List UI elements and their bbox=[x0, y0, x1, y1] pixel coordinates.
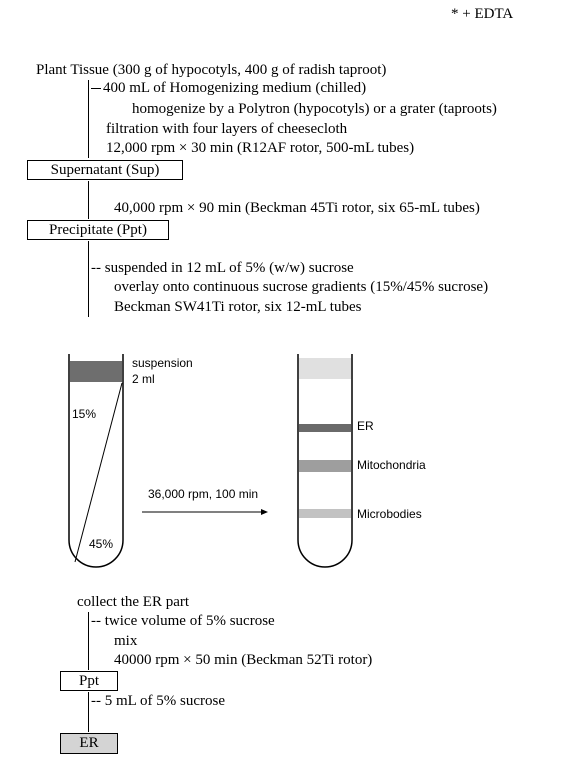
centrifuge-step-2: 40,000 rpm × 90 min (Beckman 45Ti rotor,… bbox=[114, 200, 480, 216]
mix-step: mix bbox=[114, 633, 138, 649]
arrow-head-icon bbox=[261, 509, 268, 515]
er-band bbox=[299, 424, 351, 432]
er-final-box: ER bbox=[60, 733, 118, 754]
edta-footnote: * + EDTA bbox=[451, 6, 514, 22]
tube-after-centrifugation bbox=[297, 354, 353, 568]
supernatant-box: Supernatant (Sup) bbox=[27, 160, 183, 180]
top-layer-band bbox=[299, 358, 351, 379]
flow-line bbox=[88, 692, 89, 732]
sucrose-45-label: 45% bbox=[89, 537, 114, 551]
tube-outline bbox=[68, 354, 124, 568]
precipitate-box: Precipitate (Ppt) bbox=[27, 220, 169, 240]
homogenizing-medium: 400 mL of Homogenizing medium (chilled) bbox=[103, 80, 367, 96]
gradient-diagonal bbox=[74, 382, 123, 563]
rotor-step: Beckman SW41Ti rotor, six 12-mL tubes bbox=[114, 299, 362, 315]
branch-dash bbox=[91, 88, 101, 89]
mitochondria-band-label: Mitochondria bbox=[357, 458, 426, 472]
suspension-volume-label: 2 ml bbox=[132, 372, 155, 386]
tube-outline bbox=[297, 354, 353, 568]
centrifugation-condition: 36,000 rpm, 100 min bbox=[148, 487, 259, 501]
microbodies-band-label: Microbodies bbox=[357, 507, 422, 521]
sucrose-15-label: 15% bbox=[72, 407, 97, 421]
flow-line bbox=[88, 612, 89, 670]
tube-before-centrifugation bbox=[68, 354, 124, 568]
filtration-step: filtration with four layers of cheeseclo… bbox=[106, 121, 348, 137]
ppt-box: Ppt bbox=[60, 671, 118, 691]
collect-er-step: collect the ER part bbox=[77, 594, 190, 610]
plant-tissue-title: Plant Tissue (300 g of hypocotyls, 400 g… bbox=[36, 62, 387, 78]
resuspend-step: -- 5 mL of 5% sucrose bbox=[91, 693, 225, 709]
microbodies-band bbox=[299, 509, 351, 518]
centrifuge-step-1: 12,000 rpm × 30 min (R12AF rotor, 500-mL… bbox=[106, 140, 415, 156]
mitochondria-band bbox=[299, 460, 351, 472]
centrifuge-step-3: 40000 rpm × 50 min (Beckman 52Ti rotor) bbox=[114, 652, 373, 668]
flow-line bbox=[88, 241, 89, 317]
flow-line bbox=[88, 80, 89, 158]
twice-volume-step: -- twice volume of 5% sucrose bbox=[91, 613, 275, 629]
flow-line bbox=[88, 181, 89, 219]
overlay-step: overlay onto continuous sucrose gradient… bbox=[114, 279, 489, 295]
er-band-label: ER bbox=[357, 419, 374, 433]
suspension-step: -- suspended in 12 mL of 5% (w/w) sucros… bbox=[91, 260, 354, 276]
homogenize-step: homogenize by a Polytron (hypocotyls) or… bbox=[132, 101, 497, 117]
suspension-band bbox=[70, 361, 122, 382]
suspension-label: suspension bbox=[132, 356, 193, 370]
